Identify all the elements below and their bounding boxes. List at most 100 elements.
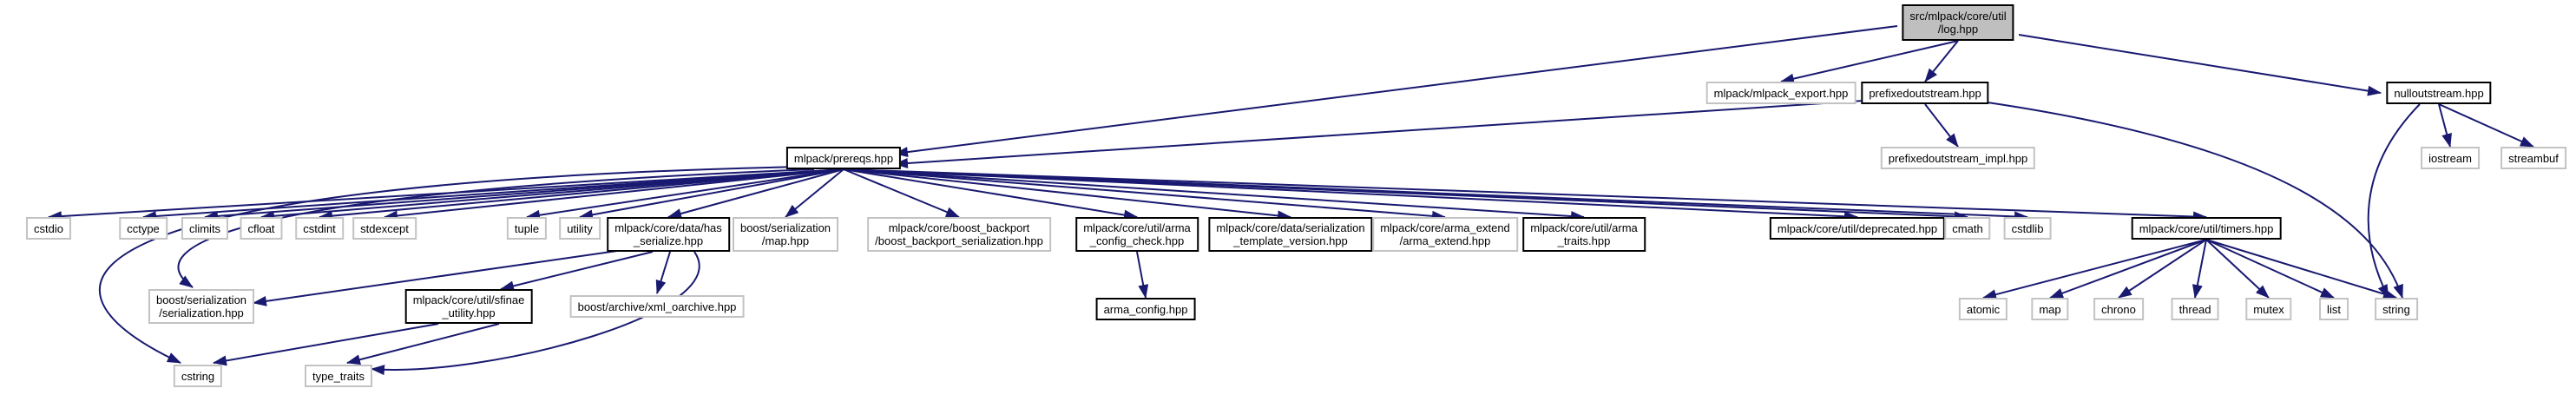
node-label: mlpack/core/util/deprecated.hpp xyxy=(1777,221,1938,235)
node-label: mlpack/core/util/arma xyxy=(1530,221,1638,234)
include-edge-log-to-nulloutstream xyxy=(2018,34,2382,96)
node-label: mlpack/core/arma_extend xyxy=(1380,221,1510,234)
node-log[interactable]: src/mlpack/core/util/log.hpp xyxy=(1902,4,2014,41)
include-edge-log-to-prereqs xyxy=(894,25,1898,158)
node-label: /boost_backport_serialization.hpp xyxy=(875,234,1043,247)
node-label: cmath xyxy=(1952,221,1983,235)
include-edge-nulloutstream-to-string xyxy=(2367,103,2421,299)
node-arma_traits[interactable]: mlpack/core/util/arma_traits.hpp xyxy=(1522,217,1646,252)
include-edge-timers-to-string xyxy=(2205,239,2397,300)
node-climits: climits xyxy=(181,217,229,240)
node-cfloat: cfloat xyxy=(240,217,283,240)
node-cstdlib: cstdlib xyxy=(2003,217,2052,240)
include-edge-log-to-mlpack_export xyxy=(1780,40,1959,84)
node-label: cstring xyxy=(181,369,215,383)
node-label: stdexcept xyxy=(360,221,409,235)
node-label: tuple xyxy=(514,221,540,235)
node-label: boost/archive/xml_oarchive.hpp xyxy=(577,300,737,313)
node-string: string xyxy=(2375,298,2418,320)
node-sfinae[interactable]: mlpack/core/util/sfinae_utility.hpp xyxy=(404,289,533,324)
node-boost_ser_map: boost/serialization/map.hpp xyxy=(732,217,839,252)
node-iostream: iostream xyxy=(2421,147,2480,169)
include-edge-has_serialize-to-boost_serialization xyxy=(253,249,624,306)
node-cstdint: cstdint xyxy=(295,217,344,240)
node-atomic: atomic xyxy=(1958,298,2008,320)
node-label: /map.hpp xyxy=(761,234,810,247)
node-label: atomic xyxy=(1966,302,2001,316)
include-edge-arma_config_check-to-arma_config xyxy=(1136,251,1149,299)
include-edge-prereqs-to-tuple xyxy=(526,168,844,221)
node-label: boost/serialization xyxy=(155,293,247,306)
node-arma_extend: mlpack/core/arma_extend/arma_extend.hpp xyxy=(1372,217,1518,252)
node-streambuf: streambuf xyxy=(2500,147,2566,169)
include-edge-prereqs-to-arma_config_check xyxy=(843,168,1138,221)
node-prefixedoutstream_impl: prefixedoutstream_impl.hpp xyxy=(1880,147,2036,169)
include-edge-timers-to-chrono xyxy=(2118,239,2207,299)
node-label: _utility.hpp xyxy=(442,306,496,319)
node-label: /log.hpp xyxy=(1937,23,1979,36)
include-edge-prereqs-to-boost_ser_map xyxy=(785,168,844,218)
include-edge-timers-to-map xyxy=(2049,239,2207,299)
include-edge-prereqs-to-arma_traits xyxy=(843,168,1585,222)
node-label: list xyxy=(2327,302,2341,316)
node-label: /serialization.hpp xyxy=(159,306,244,319)
include-edge-has_serialize-to-xml_oarchive xyxy=(655,251,671,294)
node-label: thread xyxy=(2178,302,2211,316)
include-edge-has_serialize-to-sfinae xyxy=(500,251,654,292)
node-deprecated[interactable]: mlpack/core/util/deprecated.hpp xyxy=(1769,217,1946,240)
node-label: cstdint xyxy=(303,221,336,235)
node-label: cctype xyxy=(127,221,160,235)
include-edge-prereqs-to-ser_template_version xyxy=(843,168,1291,221)
node-prefixedoutstream[interactable]: prefixedoutstream.hpp xyxy=(1861,82,1989,104)
include-edge-prereqs-to-arma_extend xyxy=(843,168,1446,221)
node-label: _config_check.hpp xyxy=(1089,234,1185,247)
include-edge-prereqs-to-utility xyxy=(579,168,844,221)
node-label: iostream xyxy=(2428,151,2472,165)
node-label: cstdlib xyxy=(2011,221,2044,235)
include-edge-prereqs-to-timers xyxy=(843,168,2207,222)
node-mlpack_export: mlpack/mlpack_export.hpp xyxy=(1705,82,1856,104)
node-chrono: chrono xyxy=(2093,298,2144,320)
node-timers[interactable]: mlpack/core/util/timers.hpp xyxy=(2131,217,2282,240)
node-label: string xyxy=(2382,302,2410,316)
node-label: mutex xyxy=(2253,302,2284,316)
node-label: climits xyxy=(188,221,221,235)
node-xml_oarchive: boost/archive/xml_oarchive.hpp xyxy=(569,295,745,318)
node-label: prefixedoutstream.hpp xyxy=(1869,86,1981,100)
node-label: boost/serialization xyxy=(739,221,831,234)
include-edge-prereqs-to-cfloat xyxy=(260,168,844,221)
node-label: cstdio xyxy=(34,221,63,235)
include-edge-prereqs-to-has_serialize xyxy=(667,168,844,219)
include-edge-prereqs-to-stdexcept xyxy=(384,168,844,221)
node-type_traits: type_traits xyxy=(305,365,372,387)
node-label: type_traits xyxy=(312,369,365,383)
node-boost_backport: mlpack/core/boost_backport/boost_backpor… xyxy=(867,217,1051,252)
node-nulloutstream[interactable]: nulloutstream.hpp xyxy=(2386,82,2492,104)
node-label: mlpack/core/data/serialization xyxy=(1216,221,1365,234)
node-boost_serialization: boost/serialization/serialization.hpp xyxy=(148,289,255,324)
node-label: mlpack/mlpack_export.hpp xyxy=(1713,86,1849,100)
node-label: nulloutstream.hpp xyxy=(2394,86,2484,100)
include-edge-sfinae-to-cstring xyxy=(213,323,439,366)
node-ser_template_version[interactable]: mlpack/core/data/serialization_template_… xyxy=(1208,217,1373,252)
node-prereqs[interactable]: mlpack/prereqs.hpp xyxy=(785,147,902,169)
node-arma_config_check[interactable]: mlpack/core/util/arma_config_check.hpp xyxy=(1075,217,1199,252)
node-arma_config[interactable]: arma_config.hpp xyxy=(1095,298,1196,320)
node-label: map xyxy=(2039,302,2061,316)
node-label: cfloat xyxy=(247,221,275,235)
node-label: /arma_extend.hpp xyxy=(1399,234,1491,247)
node-label: _traits.hpp xyxy=(1557,234,1611,247)
include-edge-prefixedoutstream-to-prefixedoutstream_impl xyxy=(1924,103,1959,148)
node-has_serialize[interactable]: mlpack/core/data/has_serialize.hpp xyxy=(607,217,730,252)
include-edge-sfinae-to-type_traits xyxy=(346,323,500,365)
node-label: mlpack/core/boost_backport xyxy=(888,221,1030,234)
node-label: chrono xyxy=(2101,302,2136,316)
node-label: streambuf xyxy=(2508,151,2559,165)
include-edge-prefixedoutstream-to-prereqs xyxy=(894,100,1864,169)
node-thread: thread xyxy=(2171,298,2219,320)
include-edge-timers-to-list xyxy=(2205,239,2335,299)
node-cmath: cmath xyxy=(1944,217,1991,240)
include-edge-nulloutstream-to-streambuf xyxy=(2438,103,2534,148)
